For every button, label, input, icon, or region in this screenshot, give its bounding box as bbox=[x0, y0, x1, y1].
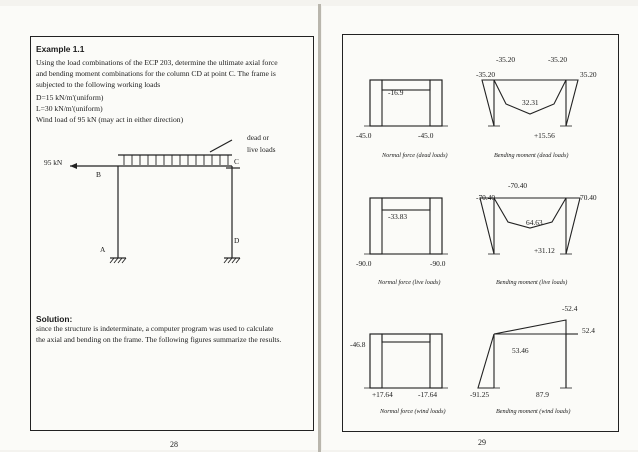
nl-caption: Normal force (live loads) bbox=[378, 279, 441, 286]
solution-line-1: since the structure is indeterminate, a … bbox=[36, 324, 274, 333]
dead-load-line: D=15 kN/m'(uniform) bbox=[36, 93, 104, 102]
load-label-line-1: dead or bbox=[247, 133, 269, 142]
book-spine bbox=[318, 4, 321, 452]
node-label-d: D bbox=[234, 236, 240, 245]
example-title: Example 1.1 bbox=[36, 44, 85, 54]
nd-right-value: -45.0 bbox=[418, 131, 434, 140]
ml-base-value: +31.12 bbox=[534, 246, 555, 255]
mw-top-value: -52.4 bbox=[562, 304, 578, 313]
ml-top-value: -70.40 bbox=[508, 181, 528, 190]
problem-line-2: and bending moment combinations for the … bbox=[36, 69, 276, 78]
solution-line-2: the axial and bending on the frame. The … bbox=[36, 335, 282, 344]
problem-line-3: subjected to the following working loads bbox=[36, 80, 161, 89]
nw-caption: Normal force (wind loads) bbox=[380, 408, 446, 415]
node-label-a: A bbox=[100, 245, 106, 254]
mw-right-value: 52.4 bbox=[582, 326, 595, 335]
node-label-b: B bbox=[96, 170, 101, 179]
mw-caption: Bending moment (wind loads) bbox=[496, 408, 571, 415]
wind-load-line: Wind load of 95 kN (may act in either di… bbox=[36, 115, 184, 124]
ml-caption: Bending moment (live loads) bbox=[496, 279, 568, 286]
nl-right-value: -90.0 bbox=[430, 259, 446, 268]
ml-left-value: -70.40 bbox=[476, 193, 496, 202]
page-number-left: 28 bbox=[170, 440, 178, 449]
nl-beam-value: -33.83 bbox=[388, 212, 408, 221]
mw-base-value: 87.9 bbox=[536, 390, 549, 399]
nw-left-value: +17.64 bbox=[372, 390, 393, 399]
nd-caption: Normal force (dead loads) bbox=[382, 152, 448, 159]
problem-line-1: Using the load combinations of the ECP 2… bbox=[36, 58, 278, 67]
nd-left-value: -45.0 bbox=[356, 131, 372, 140]
md-base-value: +15.56 bbox=[534, 131, 555, 140]
nl-left-value: -90.0 bbox=[356, 259, 372, 268]
mw-left-value: -91.25 bbox=[470, 390, 490, 399]
wind-force-label: 95 kN bbox=[44, 158, 63, 167]
ml-right-value: 70.40 bbox=[580, 193, 597, 202]
md-right-value: 35.20 bbox=[580, 70, 597, 79]
nw-right-value: -17.64 bbox=[418, 390, 438, 399]
nd-beam-value: -16.9 bbox=[388, 88, 404, 97]
node-label-c: C bbox=[234, 157, 239, 166]
md-left-value: -35.20 bbox=[476, 70, 496, 79]
md-caption: Bending moment (dead loads) bbox=[494, 152, 569, 159]
mw-mid-value: 53.46 bbox=[512, 346, 529, 355]
results-box bbox=[342, 34, 619, 432]
solution-heading: Solution: bbox=[36, 314, 73, 324]
md-top-left-value: -35.20 bbox=[496, 55, 516, 64]
md-top-right-value: -35.20 bbox=[548, 55, 568, 64]
live-load-line: L=30 kN/m'(uniform) bbox=[36, 104, 103, 113]
md-mid-value: 32.31 bbox=[522, 98, 539, 107]
page-number-right: 29 bbox=[478, 438, 486, 447]
example-box bbox=[30, 36, 314, 431]
ml-mid-value: 64.63 bbox=[526, 218, 543, 227]
left-page bbox=[0, 6, 318, 450]
nw-left-top-value: -46.8 bbox=[350, 340, 366, 349]
load-label-line-2: live loads bbox=[247, 145, 276, 154]
